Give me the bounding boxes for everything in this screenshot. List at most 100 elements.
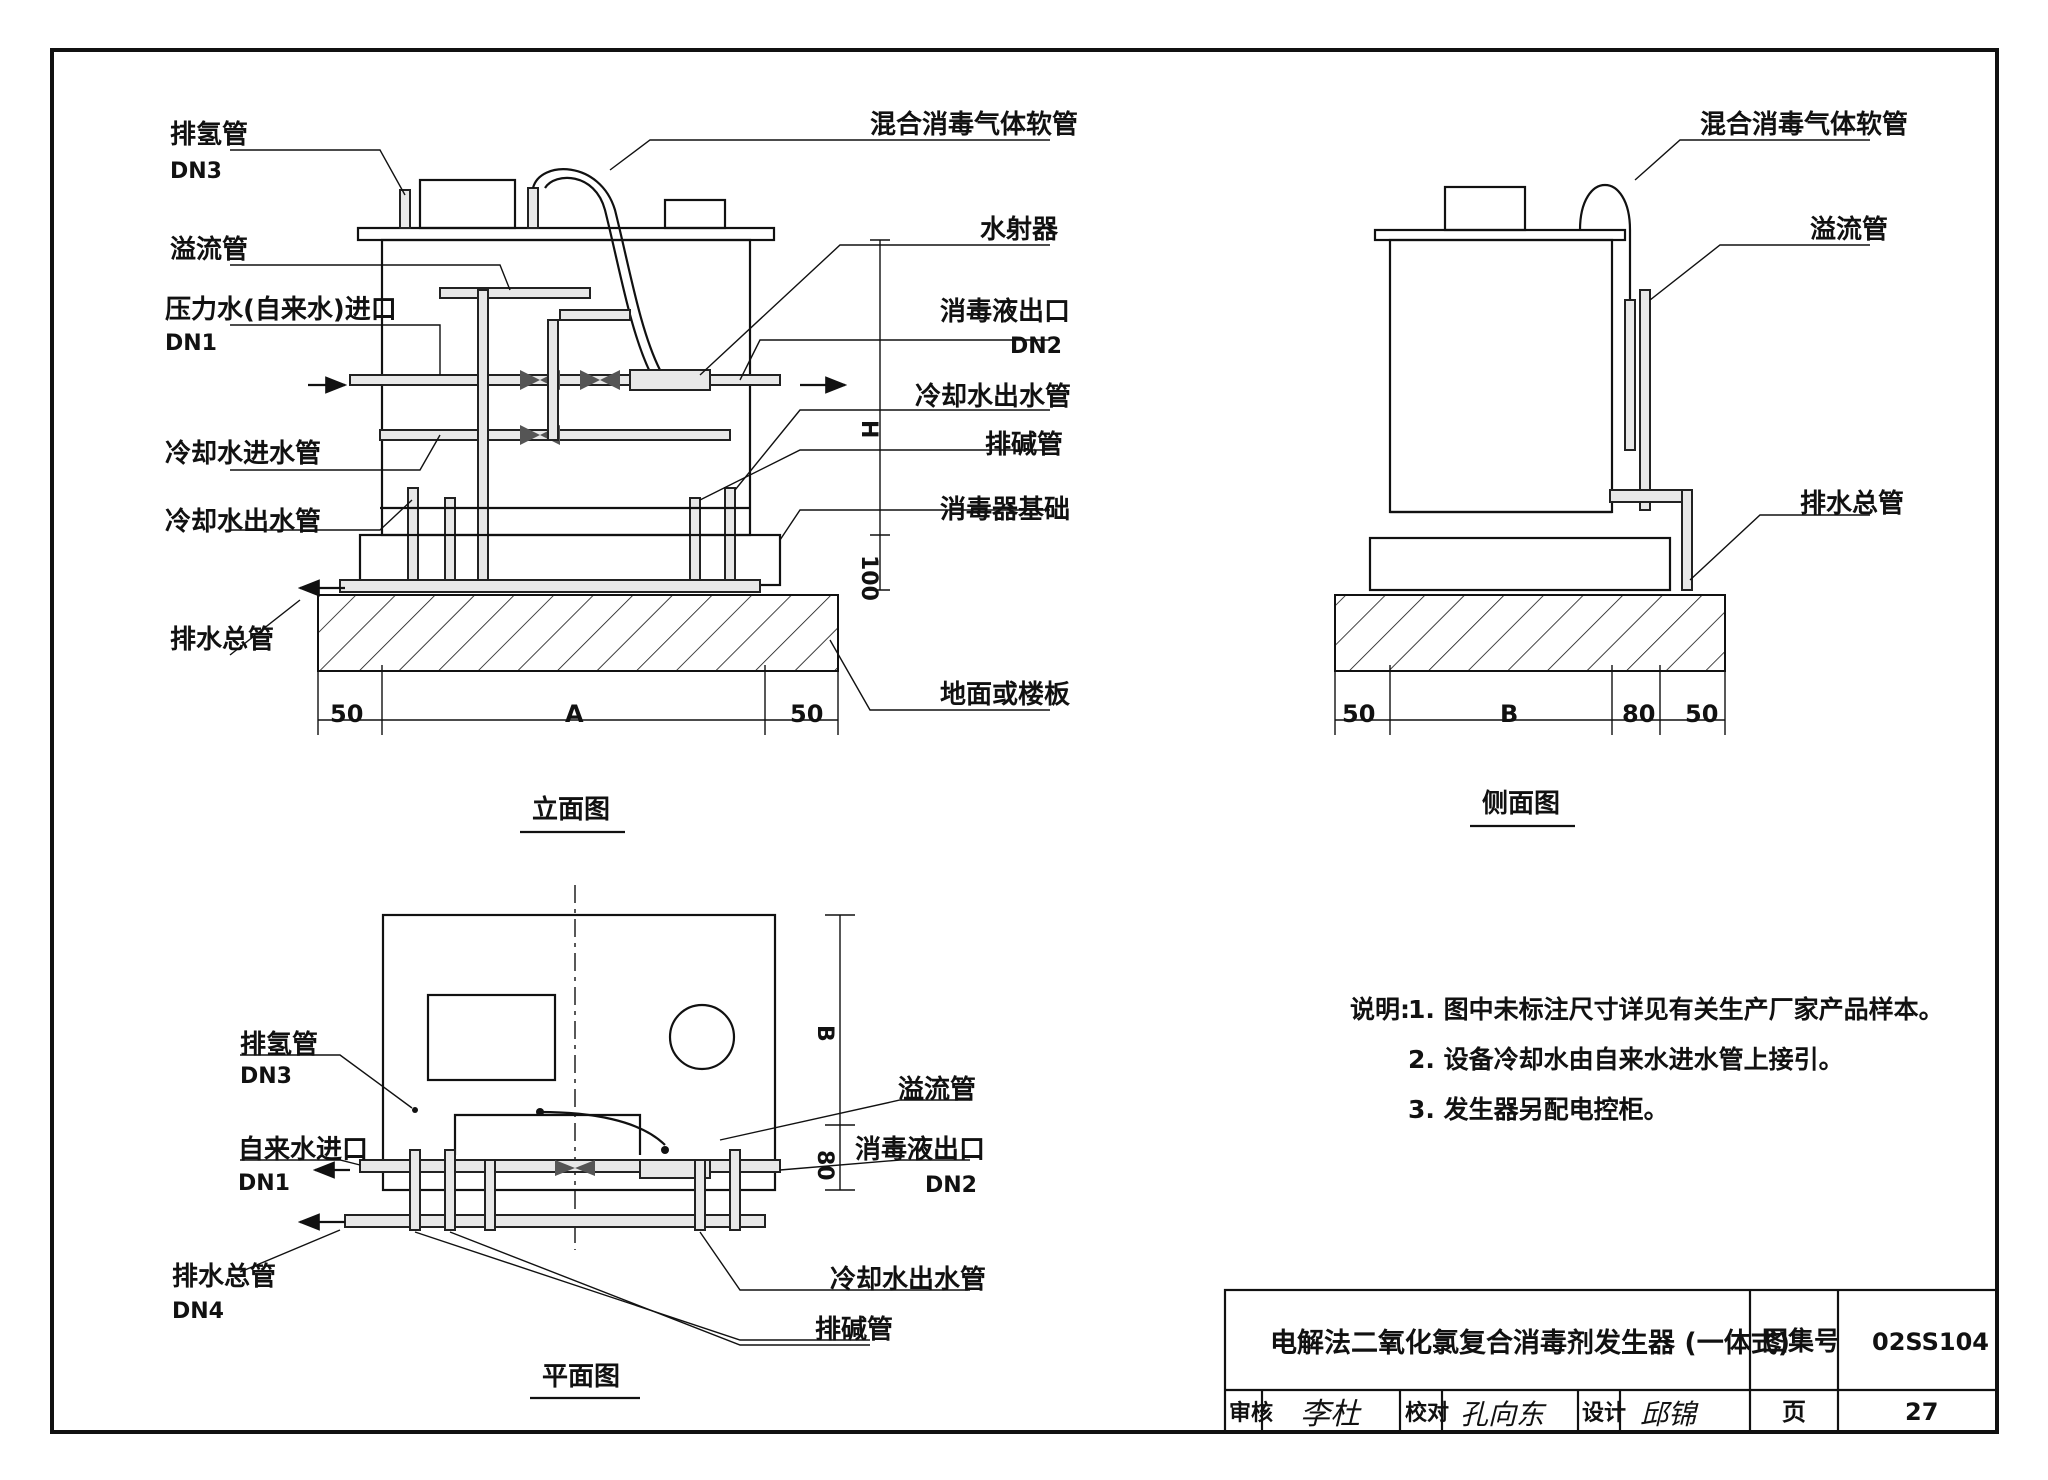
elevation-h2-pipe	[399, 189, 411, 229]
elevation-mixed-hose	[531, 168, 661, 371]
design-signature: 邱锦	[1640, 1398, 1699, 1431]
plan-view: B 80 排氢管 DN3 溢流管 自来水进口 DN1 消毒液出口 DN2 排水总…	[172, 885, 986, 1400]
plan-label-cool-out: 冷却水出水管	[830, 1264, 986, 1295]
elevation-label-alkali: 排碱管	[985, 430, 1063, 460]
side-top-box	[1443, 185, 1527, 232]
plan-label-h2-dn: DN3	[240, 1064, 292, 1089]
side-overflow-pipe	[1639, 289, 1651, 511]
side-title: 侧面图	[1482, 789, 1560, 819]
elevation-label-cool-out-right: 冷却水出水管	[915, 381, 1071, 412]
side-riser	[1624, 299, 1636, 451]
plan-cabinet	[381, 913, 777, 1192]
elevation-top-box-1	[418, 178, 517, 230]
plan-loop	[453, 1113, 642, 1155]
elevation-label-overflow: 溢流管	[170, 235, 248, 265]
review-label: 审核	[1229, 1400, 1273, 1426]
elevation-lid	[356, 226, 776, 242]
plan-round-port	[668, 1003, 736, 1071]
plan-label-alkali: 排碱管	[815, 1315, 893, 1345]
plan-dim-b: B	[812, 1025, 837, 1042]
side-dim-80: 80	[1622, 700, 1655, 728]
elevation-label-outlet-dn: DN2	[1010, 334, 1062, 359]
plan-label-outlet: 消毒液出口	[855, 1135, 985, 1165]
side-view: 50 B 80 50 混合消毒气体软管 溢流管 排水总管 侧面图	[1334, 109, 1908, 828]
review-signature: 李杜	[1300, 1397, 1362, 1432]
side-lid	[1373, 228, 1627, 242]
elevation-label-mixed-hose: 混合消毒气体软管	[870, 109, 1078, 140]
side-elbow	[1609, 489, 1691, 503]
plan-title: 平面图	[542, 1362, 620, 1392]
elevation-ejector	[629, 369, 711, 391]
page-number: 27	[1905, 1398, 1938, 1426]
plan-label-outlet-dn: DN2	[925, 1173, 977, 1198]
side-label-overflow: 溢流管	[1810, 215, 1888, 245]
elevation-dim-h: H	[856, 420, 881, 438]
elevation-overflow-pipe	[439, 287, 591, 299]
side-cabinet	[1388, 238, 1614, 514]
plan-panel	[426, 993, 557, 1082]
drawing-title: 电解法二氧化氯复合消毒剂发生器 (一体式)	[1270, 1327, 1790, 1359]
elevation-pressure-pipe	[349, 374, 781, 386]
elevation-mixed-hose-2	[544, 176, 651, 373]
side-ground	[1334, 594, 1726, 672]
elevation-dim-left: 50	[330, 700, 363, 728]
elevation-riser-2	[547, 319, 559, 441]
check-label: 校对	[1405, 1400, 1449, 1426]
notes: 说明: 1. 图中未标注尺寸详见有关生产厂家产品样本。 2. 设备冷却水由自来水…	[1350, 995, 1944, 1124]
elevation-drain-leg-4	[724, 487, 736, 587]
atlas-number: 02SS104	[1872, 1328, 1989, 1356]
side-dim-right: 50	[1685, 700, 1718, 728]
page-label: 页	[1782, 1398, 1806, 1426]
elevation-label-ejector: 水射器	[980, 215, 1059, 245]
elevation-label-h2-pipe: 排氢管	[170, 119, 248, 150]
plan-label-overflow: 溢流管	[898, 1075, 976, 1105]
elevation-label-cool-in: 冷却水进水管	[165, 438, 321, 469]
elevation-valve-2	[580, 370, 620, 390]
elevation-label-cool-out-left: 冷却水出水管	[165, 506, 321, 537]
elevation-label-inlet-dn: DN1	[165, 331, 217, 356]
side-label-mixed-hose: 混合消毒气体软管	[1700, 109, 1908, 140]
elevation-ground	[317, 594, 839, 672]
design-label: 设计	[1582, 1401, 1626, 1426]
plan-label-drain-main: 排水总管	[172, 1262, 276, 1292]
sheet-border	[50, 48, 1999, 1434]
side-base	[1368, 536, 1672, 592]
elevation-drain-leg-2	[444, 497, 456, 587]
check-signature: 孔向东	[1460, 1398, 1547, 1431]
elevation-h2-pipe-2	[527, 187, 539, 229]
elevation-overflow-branch	[559, 309, 631, 321]
title-block: 电解法二氧化氯复合消毒剂发生器 (一体式) 图集号 02SS104 审核 李杜 …	[1223, 1288, 1999, 1434]
elevation-view: 50 A 50 H 100 排氢管 DN3 混合消毒气体软管 溢流管 水射器 压…	[165, 109, 1078, 834]
elevation-drain-leg-3	[689, 497, 701, 587]
note-item: 3. 发生器另配电控柜。	[1408, 1095, 1669, 1124]
notes-prefix: 说明:	[1350, 995, 1410, 1024]
side-dim-left: 50	[1342, 700, 1375, 728]
side-dim-b: B	[1500, 700, 1518, 728]
elevation-label-floor: 地面或楼板	[940, 680, 1070, 710]
elevation-title: 立面图	[532, 794, 610, 825]
elevation-label-outlet: 消毒液出口	[940, 297, 1070, 327]
elevation-dim-a: A	[565, 700, 584, 728]
elevation-label-h2-dn: DN3	[170, 159, 222, 184]
elevation-base	[358, 533, 782, 587]
elevation-label-pressure-inlet: 压力水(自来水)进口	[165, 294, 397, 325]
elevation-label-drain-main: 排水总管	[170, 625, 274, 655]
side-label-drain-main: 排水总管	[1800, 489, 1904, 519]
plan-label-tap-inlet: 自来水进口	[238, 1134, 368, 1165]
note-item: 1. 图中未标注尺寸详见有关生产厂家产品样本。	[1408, 995, 1944, 1024]
atlas-label: 图集号	[1762, 1326, 1840, 1357]
elevation-riser	[477, 289, 489, 586]
elevation-drain-main	[339, 579, 761, 593]
plan-ejector	[639, 1159, 711, 1179]
side-drain	[1681, 489, 1693, 591]
note-item: 2. 设备冷却水由自来水进水管上接引。	[1408, 1045, 1844, 1074]
elevation-top-box-2	[663, 198, 727, 230]
plan-label-drain-dn: DN4	[172, 1299, 224, 1324]
elevation-label-base: 消毒器基础	[940, 495, 1070, 525]
plan-label-inlet-dn: DN1	[238, 1171, 290, 1196]
elevation-dim-100: 100	[856, 555, 881, 601]
side-mixed-hose	[1578, 183, 1632, 300]
plan-label-h2-pipe: 排氢管	[240, 1029, 318, 1060]
